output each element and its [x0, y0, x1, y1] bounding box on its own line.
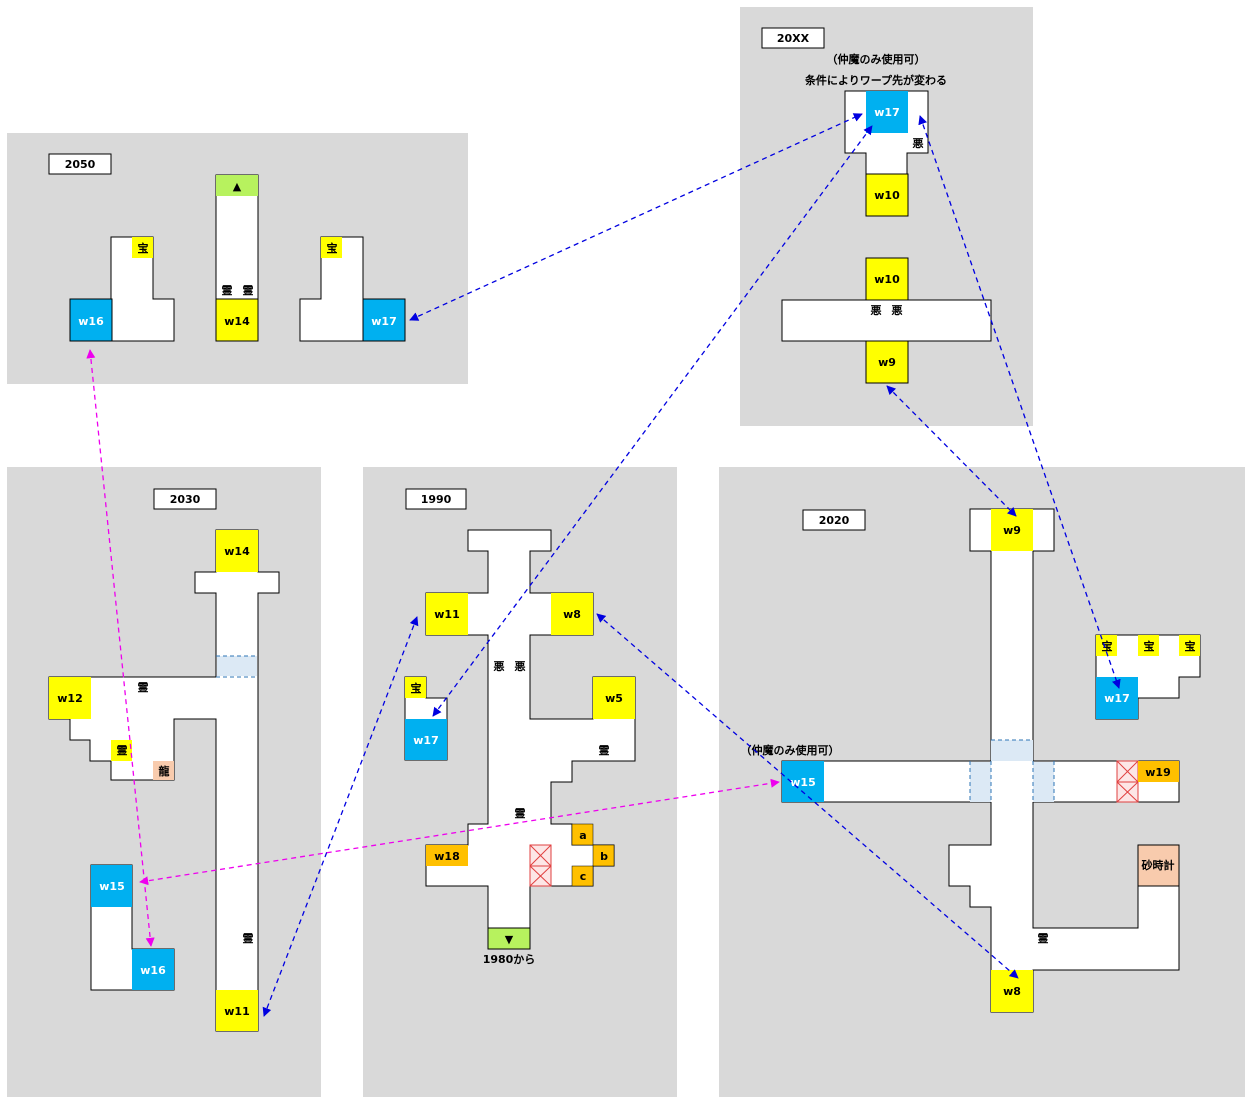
era-label-2030: 2030: [170, 493, 201, 506]
ally-only-note: （仲魔のみ使用可）: [827, 52, 926, 66]
treasure-icon: 宝: [1144, 639, 1155, 653]
link-w17-20xx-2020: [918, 115, 1121, 689]
spirit-icon: 霊: [222, 284, 233, 297]
demon-icon: 悪: [892, 304, 903, 317]
treasure-icon: 宝: [138, 241, 149, 255]
warp-w17[interactable]: w17: [371, 315, 396, 328]
treasure-icon: 宝: [1102, 639, 1113, 653]
warp-w18[interactable]: w18: [434, 850, 459, 863]
link-w9: [886, 385, 1017, 517]
warp-w8[interactable]: w8: [563, 608, 581, 621]
spirit-icon: 霊: [117, 744, 128, 757]
panel-1990: 1990 w11 w8 悪 悪 w5 霊 霊 w18 a b c ▼ 1980か…: [363, 467, 677, 1097]
era-label-2050: 2050: [65, 158, 96, 171]
panel-20xx: 20XX （仲魔のみ使用可） 条件によりワープ先が変わる w17 悪 w10 w…: [740, 7, 1033, 426]
treasure-icon: 宝: [327, 241, 338, 255]
treasure-icon: 宝: [1185, 639, 1196, 653]
warp-w9[interactable]: w9: [1003, 524, 1021, 537]
warp-connections: [86, 113, 1121, 1017]
warp-w8[interactable]: w8: [1003, 985, 1021, 998]
warp-w10[interactable]: w10: [874, 273, 900, 286]
warp-w15[interactable]: w15: [99, 880, 124, 893]
demon-icon: 悪: [871, 304, 882, 317]
warp-w11[interactable]: w11: [434, 608, 459, 621]
warp-w16[interactable]: w16: [140, 964, 166, 977]
spirit-icon: 霊: [243, 284, 254, 297]
link-w8: [596, 613, 1019, 979]
panel-2020: 2020 w9 （仲魔のみ使用可） w15 w19 砂時計 霊 w8 宝 宝: [719, 467, 1245, 1097]
warp-w5[interactable]: w5: [605, 692, 623, 705]
warp-w11[interactable]: w11: [224, 1005, 249, 1018]
warp-w17[interactable]: w17: [1104, 692, 1129, 705]
panel-2050: 2050 宝 w16 ▲ 霊 霊 w14 宝 w17: [7, 133, 468, 384]
warp-w17[interactable]: w17: [413, 734, 438, 747]
warp-w14[interactable]: w14: [224, 545, 250, 558]
era-label-2020: 2020: [819, 514, 850, 527]
link-w17-1990-20xx: [432, 125, 873, 717]
warp-w10[interactable]: w10: [874, 189, 900, 202]
warp-changes-note: 条件によりワープ先が変わる: [804, 73, 947, 87]
warp-w16[interactable]: w16: [78, 315, 104, 328]
warp-w17[interactable]: w17: [874, 106, 899, 119]
spirit-icon: 霊: [599, 744, 610, 757]
dragon-icon: 龍: [159, 764, 170, 778]
era-label-1990: 1990: [421, 493, 452, 506]
demon-icon: 悪: [494, 660, 505, 673]
warp-w14[interactable]: w14: [224, 315, 250, 328]
point-c: c: [580, 870, 587, 883]
demon-icon: 悪: [515, 660, 526, 673]
hourglass-icon: 砂時計: [1142, 858, 1175, 872]
spirit-icon: 霊: [243, 932, 254, 945]
treasure-icon: 宝: [411, 681, 422, 695]
from-1980-note: 1980から: [483, 953, 536, 966]
panel-2030: 2030 w14 w12 霊 霊 龍 霊 w11 w15 w16: [7, 467, 321, 1097]
warp-w9[interactable]: w9: [878, 356, 896, 369]
era-label-20xx: 20XX: [777, 32, 810, 45]
warp-w12[interactable]: w12: [57, 692, 82, 705]
point-b: b: [600, 850, 608, 863]
spirit-icon: 霊: [515, 807, 526, 820]
up-stairs-icon[interactable]: ▲: [233, 180, 242, 193]
warp-w15[interactable]: w15: [790, 776, 815, 789]
warp-w19[interactable]: w19: [1145, 766, 1170, 779]
ally-only-note: （仲魔のみ使用可）: [741, 743, 840, 757]
spirit-icon: 霊: [138, 681, 149, 694]
demon-icon: 悪: [913, 137, 924, 150]
spirit-icon: 霊: [1038, 932, 1049, 945]
down-stairs-icon[interactable]: ▼: [505, 933, 514, 946]
point-a: a: [579, 829, 586, 842]
